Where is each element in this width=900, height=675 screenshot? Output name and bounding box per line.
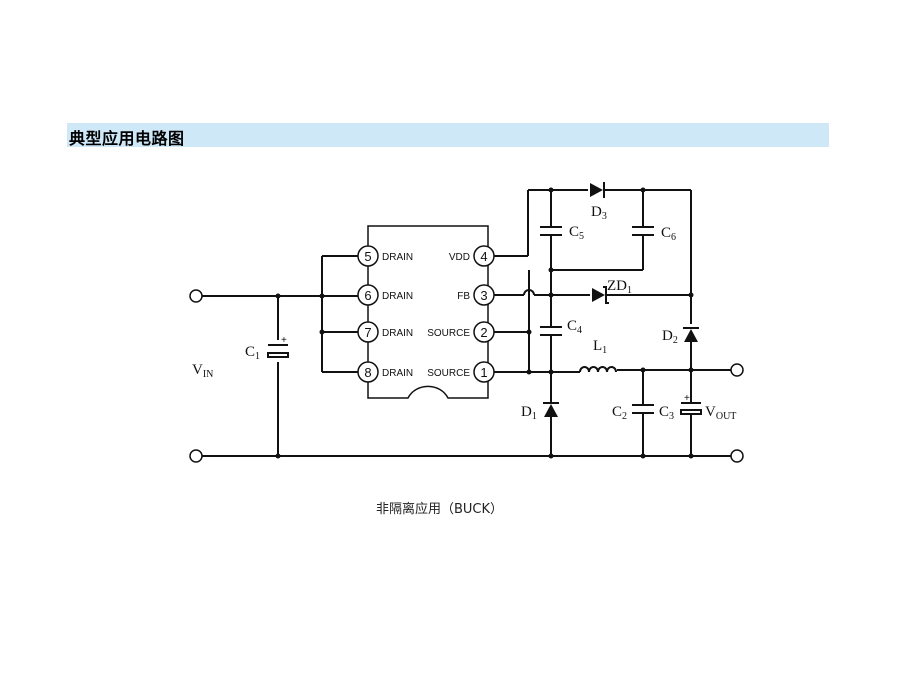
c2-capacitor <box>632 404 654 414</box>
pin-7-label: DRAIN <box>382 328 413 339</box>
pin-8-label: DRAIN <box>382 368 413 379</box>
d2-diode <box>683 327 699 342</box>
c3-capacitor: + <box>680 393 702 415</box>
l1-inductor <box>579 366 617 373</box>
label-l1: L1 <box>593 338 607 356</box>
label-vout: VOUT <box>705 404 736 422</box>
vout-minus-terminal <box>730 449 744 463</box>
c5-capacitor <box>540 226 562 236</box>
zd1-zener <box>592 286 609 304</box>
vin-plus-terminal <box>189 289 203 303</box>
label-vin: VIN <box>192 362 213 380</box>
label-c5: C5 <box>569 224 584 242</box>
label-d1: D1 <box>521 404 537 422</box>
junction-dots-input <box>275 293 325 459</box>
pin-5-label: DRAIN <box>382 252 413 263</box>
d1-diode <box>543 402 559 417</box>
pin-2-number: 2 <box>480 325 487 340</box>
label-c6: C6 <box>661 225 676 243</box>
diagram-caption: 非隔离应用（BUCK） <box>376 502 504 517</box>
label-d3: D3 <box>591 204 607 222</box>
junction-dots-output <box>526 187 694 459</box>
pin-2-label: SOURCE <box>427 328 470 339</box>
svg-text:+: + <box>684 393 690 404</box>
label-d2: D2 <box>662 328 678 346</box>
pin-5-number: 5 <box>364 249 371 264</box>
pin-6-label: DRAIN <box>382 291 413 302</box>
slide-title: 典型应用电路图 <box>69 129 185 148</box>
pin-4-label: VDD <box>449 252 470 263</box>
wires-input <box>202 255 737 457</box>
pin-8-number: 8 <box>364 365 371 380</box>
pin-4-number: 4 <box>480 249 487 264</box>
d3-diode <box>590 182 605 198</box>
wires-output <box>494 189 737 456</box>
pin-7-number: 7 <box>364 325 371 340</box>
pin-1-label: SOURCE <box>427 368 470 379</box>
pin-3-label: FB <box>457 291 470 302</box>
svg-text:+: + <box>281 335 287 346</box>
c1-capacitor: + <box>267 335 289 358</box>
c6-capacitor <box>632 226 654 236</box>
label-c1: C1 <box>245 344 260 362</box>
c4-capacitor <box>540 326 562 336</box>
label-c4: C4 <box>567 318 582 336</box>
ic-pins: 5 6 7 8 4 3 2 1 DRAIN DRAIN DRAIN DRAIN … <box>357 245 495 383</box>
label-c3: C3 <box>659 404 674 422</box>
pin-3-number: 3 <box>480 288 487 303</box>
vout-plus-terminal <box>730 363 744 377</box>
pin-6-number: 6 <box>364 288 371 303</box>
pin-1-number: 1 <box>480 365 487 380</box>
label-c2: C2 <box>612 404 627 422</box>
ic-body <box>367 225 489 399</box>
label-zd1: ZD1 <box>607 278 632 296</box>
title-bar: 典型应用电路图 <box>67 123 829 148</box>
vin-minus-terminal <box>189 449 203 463</box>
